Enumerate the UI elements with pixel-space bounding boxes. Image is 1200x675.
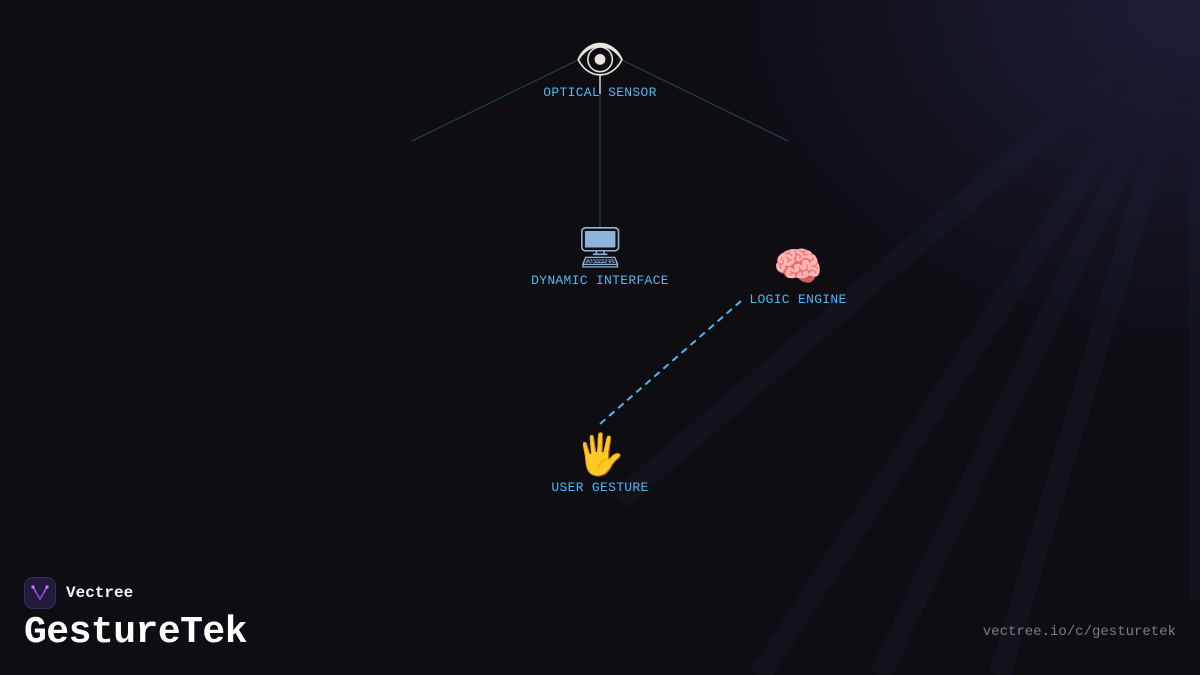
hand-icon: 🖐: [575, 432, 625, 478]
vectree-logo-icon: [24, 577, 56, 609]
eye-icon: 👁: [574, 37, 626, 83]
node-label: DYNAMIC INTERFACE: [531, 273, 669, 288]
sensor-field-left-line: [411, 57, 583, 142]
node-label: LOGIC ENGINE: [749, 292, 847, 307]
brand[interactable]: Vectree: [24, 577, 133, 609]
brain-icon: 🧠: [773, 244, 823, 290]
monitor-icon: 🖥: [574, 225, 626, 271]
node-logic-engine: 🧠 LOGIC ENGINE: [749, 244, 846, 307]
node-user-gesture: 🖐 USER GESTURE: [551, 432, 648, 495]
node-dynamic-interface: 🖥 DYNAMIC INTERFACE: [531, 225, 669, 288]
node-label: OPTICAL SENSOR: [543, 85, 657, 100]
sensor-field-right-line: [617, 57, 789, 142]
node-optical-sensor: 👁 OPTICAL SENSOR: [543, 37, 656, 100]
edge-logic-to-gesture: [599, 300, 742, 425]
page-url[interactable]: vectree.io/c/gesturetek: [982, 624, 1176, 640]
page-title: GestureTek: [24, 611, 248, 654]
brand-name: Vectree: [66, 584, 134, 602]
node-label: USER GESTURE: [551, 480, 649, 495]
